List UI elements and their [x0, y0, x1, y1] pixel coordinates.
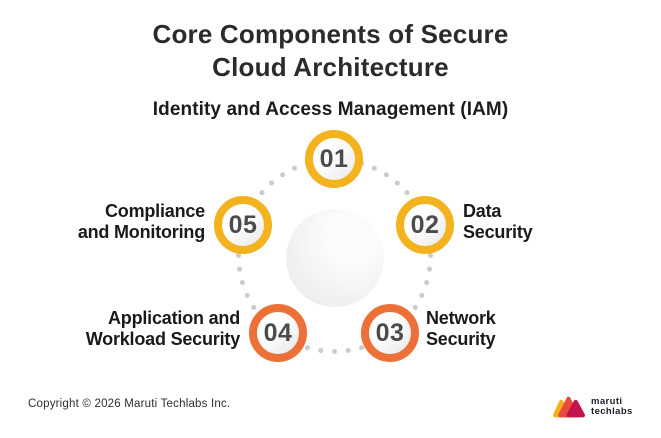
ring-dot: [331, 348, 337, 354]
label-network-security: Network Security: [426, 308, 496, 349]
logo-mark-icon: [553, 396, 585, 418]
ring-dot: [403, 188, 411, 196]
ring-dot: [243, 291, 250, 299]
ring-dot: [426, 265, 432, 272]
ring-dot: [257, 188, 265, 196]
ring-dot: [344, 347, 351, 353]
ring-dot: [382, 170, 390, 178]
ring-dot: [278, 170, 286, 178]
page-title-line2: Cloud Architecture: [212, 52, 449, 82]
circle-05-number: 05: [228, 210, 258, 239]
circle-04-number: 04: [263, 318, 293, 347]
copyright-text: Copyright © 2026 Maruti Techlabs Inc.: [28, 398, 231, 410]
ring-dot: [249, 303, 257, 311]
ring-dot: [267, 178, 275, 186]
label-application-workload-security: Application and Workload Security: [85, 308, 241, 349]
circle-02: 02: [396, 196, 454, 254]
ring-dot: [303, 344, 311, 351]
circle-01-number: 01: [319, 144, 349, 173]
ring-dot: [411, 303, 419, 311]
ring-dot: [317, 347, 324, 353]
label-compliance-monitoring: Compliance and Monitoring: [77, 201, 205, 242]
page-title-line1: Core Components of Secure: [152, 19, 509, 49]
ring-dot: [423, 278, 430, 286]
circle-03-number: 03: [375, 318, 405, 347]
ring-dot: [427, 252, 433, 258]
center-sphere: [286, 209, 384, 307]
ring-dot: [393, 178, 401, 186]
logo-text: maruti techlabs: [591, 396, 633, 417]
circle-04: 04: [249, 304, 307, 362]
maruti-techlabs-logo: maruti techlabs: [553, 395, 633, 419]
label-data-security: Data Security: [463, 201, 533, 242]
circle-02-number: 02: [410, 210, 440, 239]
label-identity-access-management: Identity and Access Management (IAM): [152, 99, 509, 120]
circle-03: 03: [361, 304, 419, 362]
circle-01: 01: [305, 130, 363, 188]
page-title: Core Components of Secure Cloud Architec…: [0, 18, 661, 84]
ring-dot: [418, 291, 425, 299]
ring-dot: [236, 265, 242, 272]
ring-dot: [370, 164, 378, 171]
circle-05: 05: [214, 196, 272, 254]
ring-dot: [238, 278, 245, 286]
ring-dot: [290, 164, 298, 171]
